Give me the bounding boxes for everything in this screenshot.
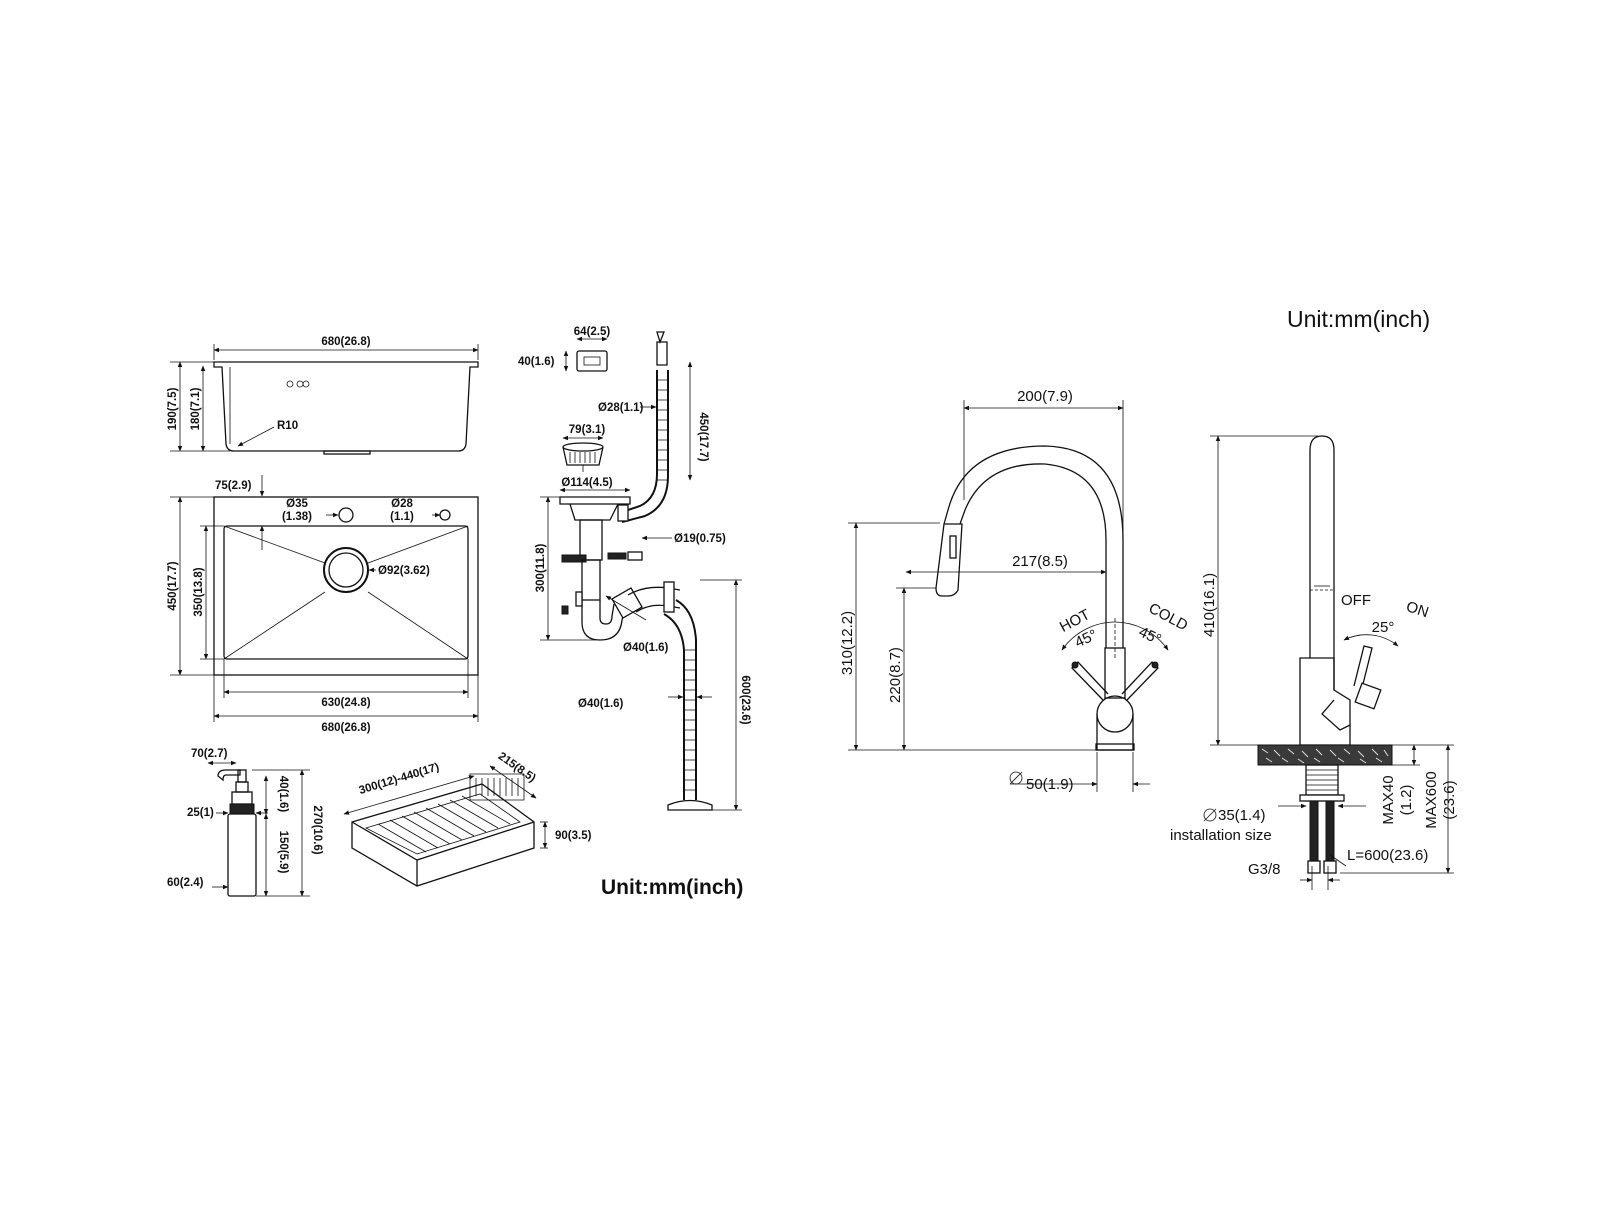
dispenser-neck-label: 25(1) — [187, 807, 214, 819]
sink-top-view — [170, 475, 479, 722]
faucet-front-view — [848, 400, 1169, 792]
overflow-hose-len-label: 450(17.7) — [697, 412, 709, 461]
small-hose-dia-label: Ø19(0.75) — [674, 533, 726, 545]
trap-pipe-dia-label: Ø40(1.6) — [623, 642, 669, 654]
hole1-dia-label: Ø35 — [286, 498, 308, 510]
hole2-dia-label: Ø28 — [391, 498, 413, 510]
sink-depth-inner-label: 350(13.8) — [193, 567, 205, 616]
outer-width-label: 680(26.8) — [321, 722, 370, 734]
dispenser-head-height-label: 40(1.6) — [277, 776, 289, 813]
unit-label-right: Unit:mm(inch) — [1287, 306, 1430, 332]
faucet-hot-angle-label: 45° — [1072, 626, 1100, 651]
thread-label: G3/8 — [1248, 861, 1281, 878]
faucet-on-label: ON — [1404, 598, 1431, 621]
overflow-width-label: 64(2.5) — [574, 326, 611, 338]
faucet-total-height-label: 310(12.2) — [839, 611, 856, 675]
overflow-hose-dia-label: Ø28(1.1) — [598, 402, 644, 414]
sink-top-width-label: 680(26.8) — [321, 336, 370, 348]
dispenser-bottle-dia-label: 60(2.4) — [167, 877, 204, 889]
hole2-inch-label: (1.1) — [390, 511, 414, 523]
faucet-lever-angle-label: 25° — [1372, 619, 1395, 636]
sink-radius-label: R10 — [277, 420, 298, 432]
drain-basket — [343, 765, 548, 887]
hose-length-label: L=600(23.6) — [1347, 847, 1428, 864]
tap-offset-label: 75(2.9) — [215, 480, 252, 492]
install-size-label: installation size — [1170, 827, 1272, 844]
basket-width-label: 215(8.5) — [496, 750, 538, 784]
faucet-off-label: OFF — [1341, 592, 1371, 609]
outlet-length-label: 600(23.6) — [739, 675, 751, 724]
sink-height-outer-label: 190(7.5) — [167, 387, 179, 430]
basket-height-label: 90(3.5) — [555, 830, 592, 842]
faucet-spout-height-label: 220(8.7) — [887, 647, 904, 703]
faucet-side-height-label: 410(16.1) — [1201, 573, 1218, 637]
outlet-dia-label: Ø40(1.6) — [578, 698, 624, 710]
faucet-base-dia-label: 50(1.9) — [1026, 776, 1074, 793]
dispenser-bottle-height-label: 150(5.9) — [277, 831, 289, 874]
flange-dia-label: Ø114(4.5) — [561, 477, 612, 489]
drain-assembly — [540, 331, 742, 811]
hole1-inch-label: (1.38) — [282, 511, 312, 523]
sink-depth-outer-label: 450(17.7) — [167, 561, 179, 610]
sink-side-view — [170, 344, 479, 455]
max-hose-label: MAX600 — [1423, 771, 1440, 829]
faucet-reach-label: 200(7.9) — [1017, 388, 1073, 405]
install-dia-label: 35(1.4) — [1218, 807, 1266, 824]
overflow-height-label: 40(1.6) — [518, 356, 555, 368]
dispenser-spout-label: 70(2.7) — [191, 748, 228, 760]
faucet-spray-reach-label: 217(8.5) — [1012, 553, 1068, 570]
basket-length-label: 300(12)-440(17) — [358, 761, 441, 797]
faucet-side-view — [1203, 435, 1454, 890]
drain-height-label: 300(11.8) — [535, 544, 547, 593]
soap-dispenser — [207, 760, 310, 897]
max-hose-inch-label: (23.6) — [1441, 780, 1458, 819]
unit-label-left: Unit:mm(inch) — [601, 876, 743, 899]
max-deck-label: MAX40 — [1380, 775, 1397, 824]
max-deck-inch-label: (1.2) — [1398, 785, 1415, 816]
drain-dia-label: Ø92(3.62) — [378, 565, 430, 577]
basket-strainer-width-label: 79(3.1) — [569, 424, 606, 436]
sink-height-inner-label: 180(7.1) — [190, 387, 202, 430]
dispenser-total-height-label: 270(10.6) — [311, 805, 323, 854]
inner-width-label: 630(24.8) — [321, 697, 370, 709]
